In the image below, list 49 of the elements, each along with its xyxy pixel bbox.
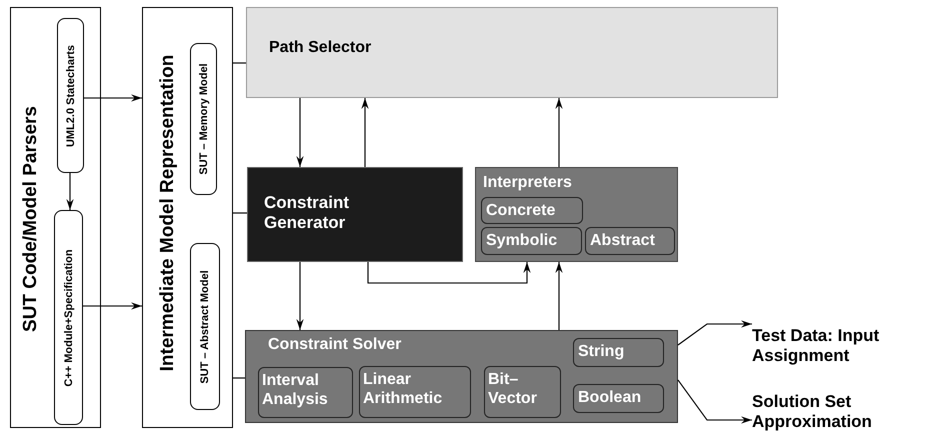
process-box (247, 167, 463, 262)
arrow (83, 302, 142, 310)
node-label: Interpreters (483, 173, 572, 192)
node-label: Concrete (486, 201, 556, 220)
node-label: Path Selector (269, 38, 372, 58)
node-label: Intermediate Model Representation (157, 54, 179, 372)
node-label: Symbolic (486, 231, 558, 250)
module-pill (585, 227, 675, 255)
arrow (84, 94, 142, 102)
module-pill (190, 43, 217, 195)
arrow (296, 98, 304, 167)
arrow (555, 262, 563, 330)
node-label: String (578, 342, 624, 362)
panel (10, 7, 101, 428)
module-pill (57, 18, 84, 173)
module-pill (484, 366, 561, 418)
panel (142, 7, 233, 428)
module-pill (258, 367, 353, 418)
node-label: Boolean (578, 388, 642, 408)
arrow (66, 173, 74, 210)
arrow (367, 262, 531, 284)
module-pill (359, 366, 471, 418)
node-label: SUT – Memory Model (198, 63, 210, 175)
module-pill (481, 197, 583, 224)
node-label: C++ Module+Specification (62, 248, 74, 386)
node-label: Constraint Generator (264, 193, 350, 234)
module-pill (573, 384, 664, 413)
output-label-text: Test Data: Input Assignment (752, 326, 880, 367)
arrow (678, 380, 752, 424)
module-pill (190, 243, 220, 410)
arrow (296, 262, 304, 330)
arrow (555, 98, 563, 167)
output-label-text: Solution Set Approximation (752, 392, 873, 433)
process-box (475, 167, 678, 262)
node-label: SUT – Abstract Model (199, 270, 211, 384)
node-label: Constraint Solver (268, 335, 402, 354)
module-pill (481, 227, 582, 255)
node-label: UML2.0 Statecharts (64, 44, 76, 147)
arrow (678, 320, 752, 346)
node-label: Bit– Vector (488, 370, 538, 408)
process-box (246, 7, 778, 98)
node-label: Abstract (590, 231, 655, 250)
process-box (245, 330, 678, 423)
module-pill (54, 210, 83, 425)
node-label: Interval Analysis (262, 371, 329, 410)
module-pill (573, 338, 664, 367)
arrow (361, 98, 369, 167)
node-label: SUT Code/Model Parsers (20, 106, 42, 332)
node-label: Linear Arithmetic (363, 370, 443, 408)
